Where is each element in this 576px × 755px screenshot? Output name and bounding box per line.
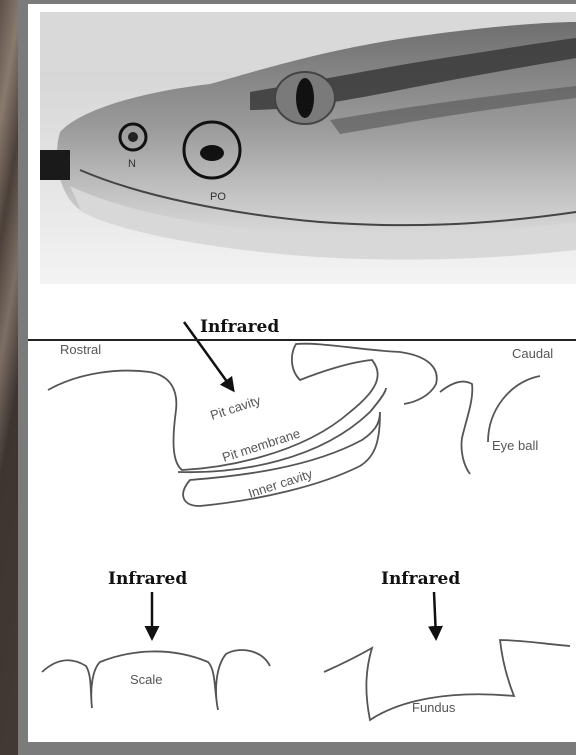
fundus-infrared-arrow — [434, 592, 436, 638]
nostril — [128, 132, 138, 142]
inner-cavity-label: Inner cavity — [246, 466, 314, 501]
photo-label-n: N — [128, 158, 136, 170]
scale-label: Scale — [130, 672, 163, 687]
pit-organ — [200, 145, 224, 161]
fundus-label: Fundus — [412, 700, 456, 715]
eye-ball-outline — [488, 376, 540, 442]
eye-pupil — [296, 78, 314, 118]
pit-infrared-label: Infrared — [200, 317, 279, 337]
eye-ball-label: Eye ball — [492, 438, 538, 453]
caudal-label: Caudal — [512, 346, 553, 361]
scale-infrared-label: Infrared — [108, 569, 187, 589]
snake-photo: N PO — [40, 12, 576, 284]
section-divider — [28, 339, 576, 341]
photo-label-po: PO — [210, 191, 226, 203]
pit-membrane-label: Pit membrane — [220, 426, 302, 465]
rostral-label: Rostral — [60, 342, 101, 357]
pit-rim-caudal — [440, 382, 472, 474]
pit-cavity-label: Pit cavity — [208, 392, 263, 422]
nostril-bg — [40, 150, 70, 180]
fundus-infrared-label: Infrared — [381, 569, 460, 589]
